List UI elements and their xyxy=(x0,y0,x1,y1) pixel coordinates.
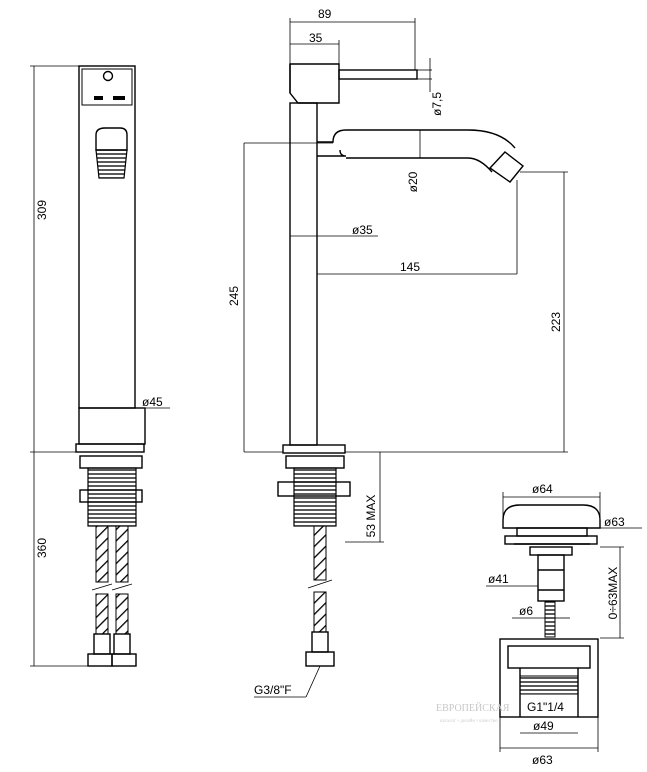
side-hose-right-lower xyxy=(115,593,129,635)
front-spout-bottom xyxy=(317,149,493,173)
watermark-tagline: каталог • дизайн • качество xyxy=(440,719,498,724)
front-lever xyxy=(338,69,418,80)
front-aerator xyxy=(488,151,524,183)
front-nut-top xyxy=(285,455,345,469)
side-aerator xyxy=(95,149,128,179)
waste-housing xyxy=(499,638,599,718)
front-nut xyxy=(305,651,335,667)
front-body xyxy=(289,102,318,446)
dim-0-63-max: 0÷63MAX xyxy=(606,567,620,620)
front-base xyxy=(282,444,346,454)
dim-d35: ø35 xyxy=(352,223,373,237)
side-handle xyxy=(81,68,133,106)
front-lock-nut xyxy=(277,481,351,497)
waste-view: ø64 ø63 ø41 ø6 0÷63MAX G1"1/4 ø49 ø63 xyxy=(486,482,642,767)
dim-223: 223 xyxy=(549,312,563,332)
waste-ring xyxy=(529,546,573,556)
dim-53-max: 53 MAX xyxy=(364,495,378,538)
front-ferrule xyxy=(311,631,329,653)
dim-d49: ø49 xyxy=(533,719,554,733)
side-base xyxy=(78,407,146,445)
watermark-name: ЕВРОПЕЙСКАЯ xyxy=(436,702,510,714)
side-nut-left xyxy=(87,653,113,667)
side-hose-left xyxy=(95,525,109,583)
dim-360: 360 xyxy=(35,538,49,558)
side-base-ring xyxy=(75,443,145,453)
side-nut-top xyxy=(79,455,143,469)
dim-d41: ø41 xyxy=(488,572,509,586)
waste-rod xyxy=(544,600,556,638)
side-hose-right xyxy=(115,525,129,583)
dim-89: 89 xyxy=(318,7,332,21)
front-view: 89 35 ø7,5 ø20 ø35 145 245 223 53 MAX G3… xyxy=(227,7,568,698)
front-hose-lower xyxy=(313,591,327,633)
waste-cap xyxy=(502,504,601,529)
side-body xyxy=(78,65,136,409)
waste-body xyxy=(537,554,565,602)
dim-d63-top: ø63 xyxy=(604,515,625,529)
dim-d63-bottom: ø63 xyxy=(532,753,553,767)
dim-145: 145 xyxy=(400,260,420,274)
dim-g1-1-4: G1"1/4 xyxy=(527,700,564,714)
side-threaded-rod xyxy=(87,467,137,527)
dim-g38f: G3/8"F xyxy=(254,683,292,697)
dim-d6: ø6 xyxy=(519,604,533,618)
side-hose-left-lower xyxy=(95,593,109,635)
dim-309: 309 xyxy=(35,200,49,220)
dim-d64: ø64 xyxy=(532,482,553,496)
side-nut-right xyxy=(111,653,137,667)
front-threaded-rod xyxy=(293,467,337,527)
cold-mark xyxy=(113,96,125,100)
waste-flange xyxy=(504,535,598,545)
front-hose xyxy=(313,525,327,581)
waste-cap-base xyxy=(516,527,588,537)
dim-245: 245 xyxy=(227,286,241,306)
front-handle xyxy=(289,63,340,104)
side-ferrule-left xyxy=(93,633,111,655)
side-view: 309 360 ø45 xyxy=(30,65,170,667)
dim-d20: ø20 xyxy=(406,171,420,192)
dim-35: 35 xyxy=(309,31,323,45)
waste-thread xyxy=(519,675,579,695)
side-hose-break xyxy=(91,583,133,591)
indicator-dot xyxy=(102,70,114,82)
waste-housing-top xyxy=(507,645,591,669)
side-lock-nut xyxy=(79,489,143,503)
front-spout-top xyxy=(317,129,516,149)
dim-d75: ø7,5 xyxy=(430,92,444,116)
dim-d45: ø45 xyxy=(142,395,163,409)
side-spout xyxy=(95,127,128,151)
side-ferrule-right xyxy=(113,633,131,655)
hot-mark xyxy=(94,96,103,100)
